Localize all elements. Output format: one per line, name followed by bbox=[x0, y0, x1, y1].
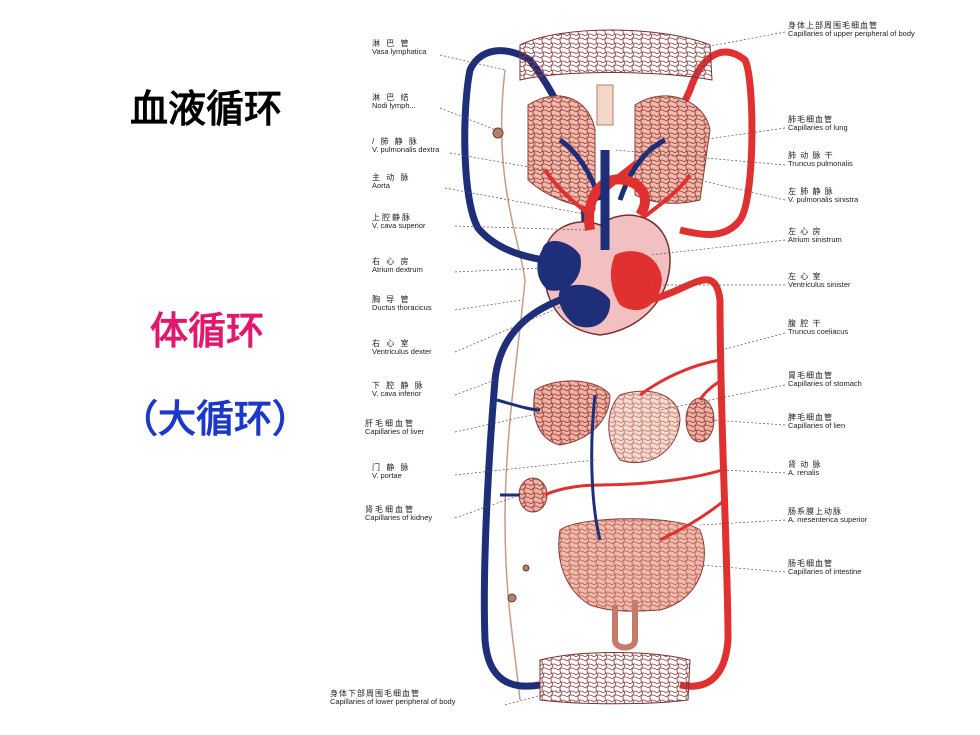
lower-capillary-bed bbox=[539, 652, 691, 705]
right-ventricle bbox=[558, 284, 611, 328]
subtitle-systemic: 体循环 bbox=[150, 308, 265, 353]
lymph-node bbox=[492, 127, 504, 139]
inferior-vena-cava bbox=[480, 296, 562, 690]
slide-title: 血液循环 bbox=[130, 86, 283, 131]
left-ventricle bbox=[610, 251, 662, 311]
lymphatic-vessel bbox=[500, 69, 526, 701]
right-lung-mesh bbox=[528, 95, 595, 210]
subtitle-major: （大循环） bbox=[120, 396, 311, 441]
ascending-aorta bbox=[584, 174, 650, 231]
lymph-node bbox=[507, 593, 517, 603]
upper-capillary-bed bbox=[519, 29, 713, 81]
leader-lines-right bbox=[614, 31, 786, 573]
left-lung-mesh bbox=[635, 95, 710, 204]
trachea bbox=[596, 84, 614, 126]
lymph-node bbox=[522, 564, 530, 572]
right-atrium bbox=[537, 240, 581, 291]
leader-lines-left bbox=[439, 54, 596, 519]
descending-aorta bbox=[649, 276, 732, 690]
